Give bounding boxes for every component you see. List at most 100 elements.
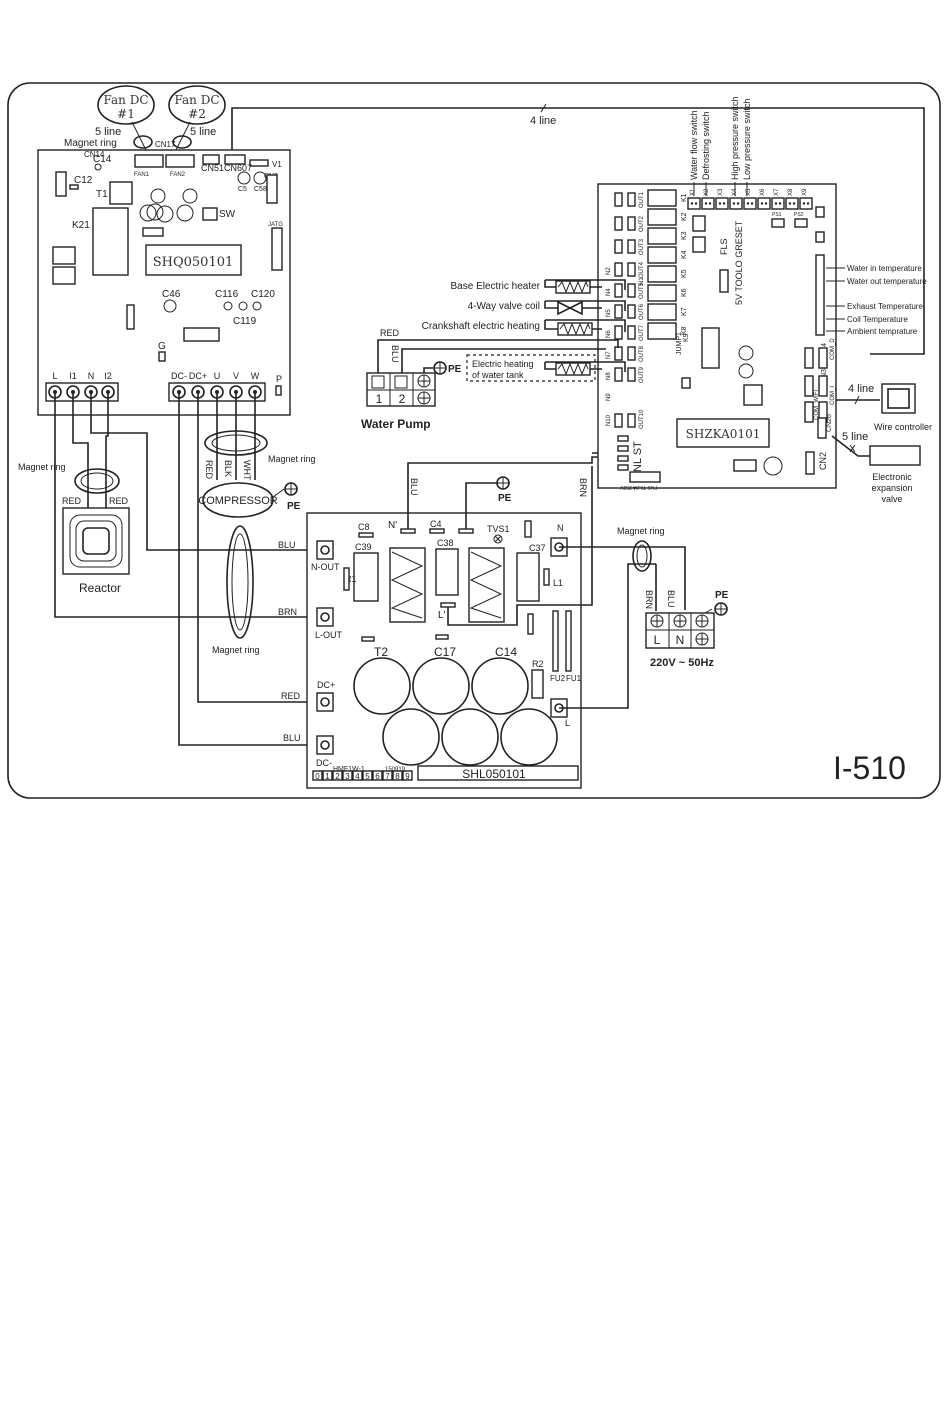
n1-label: N1 (639, 277, 645, 285)
power-pe-label: PE (715, 590, 729, 601)
relay (647, 303, 677, 321)
magnet-ring-icon (632, 540, 652, 572)
large-magnet-ring-label: Magnet ring (212, 645, 260, 655)
terminal-n-label: N (88, 371, 95, 381)
n-label: N8 (606, 372, 612, 380)
terminal-i2-label: I2 (104, 371, 112, 381)
terminal-w-label: W (251, 371, 260, 381)
c39-label: C39 (355, 542, 372, 552)
tvs1-label: TVS1 (487, 524, 510, 534)
pump-terminal-2: 2 (399, 392, 406, 406)
terminal-v-label: V (233, 371, 239, 381)
c38-label: C38 (437, 538, 454, 548)
terminal-i1-label: I1 (69, 371, 77, 381)
outs: OUT1OUT2OUT3OUT4OUT5OUT6OUT7OUT8OUT9OUT1… (606, 191, 645, 429)
digit-4: 4 (355, 772, 360, 781)
compressor (202, 482, 274, 518)
base-electric-heater: Base Electric heater (451, 279, 626, 294)
filter-pe-label: PE (498, 493, 512, 504)
fan-dc-1: Fan DC #1 (97, 85, 155, 125)
out-pin (627, 192, 636, 207)
out-label: OUT2 (639, 215, 645, 232)
switch-label: Low pressure switch (742, 98, 752, 180)
expansion-valve-line-label: 5 line (842, 431, 868, 443)
diagram-frame (7, 82, 941, 799)
c37-label: C37 (529, 543, 546, 553)
digit-1: 1 (325, 772, 330, 781)
jump1-label: JUMP1 (676, 332, 683, 355)
n-pin (614, 283, 623, 298)
main-board-model: SHZKA0101 (686, 427, 761, 441)
x-port (771, 197, 785, 210)
toolo-greset-label: 5V TOOLO GRESET (734, 220, 744, 305)
reactor (62, 507, 130, 575)
relay-label: K8 (681, 326, 688, 335)
compressor-wire-red: RED (204, 460, 214, 480)
n-label: N7 (606, 351, 612, 359)
l-out-label: L-OUT (315, 630, 343, 640)
reactor-magnet-ring-label: Magnet ring (18, 462, 66, 472)
magnet-ring-icon (133, 135, 153, 149)
n-label: N5 (606, 309, 612, 317)
t1-label: T1 (96, 189, 108, 200)
fan1-line-label: 5 line (95, 126, 121, 138)
wire-controller-line-label: 4 line (848, 383, 874, 395)
relay (647, 227, 677, 245)
c14-cap-label: C14 (495, 645, 517, 659)
out-label: OUT3 (639, 238, 645, 255)
crankshaft-label: Crankshaft electric heating (422, 321, 540, 332)
out-label: OUT8 (639, 345, 645, 362)
c4-label: C4 (430, 519, 442, 529)
expansion-valve-label-2: expansion (871, 483, 912, 493)
n-label: N10 (606, 414, 612, 426)
magnet-ring-icon (74, 468, 120, 494)
c116-label: C116 (215, 289, 239, 300)
l1-label: L1 (553, 578, 563, 588)
n-pin (614, 262, 623, 277)
relay-label: K2 (681, 212, 688, 221)
cn14-label: CN14 (84, 150, 105, 159)
c119-label: C119 (233, 316, 257, 327)
power-wire-blu: BLU (666, 590, 676, 608)
x-port-label: X4 (732, 188, 738, 196)
g-label: G (158, 341, 166, 352)
pump-terminal-1: 1 (376, 392, 383, 406)
power-terminal-n: N (676, 633, 685, 647)
digit-2: 2 (335, 772, 340, 781)
nout-wire-label: BLU (278, 540, 296, 550)
x-port-label: X1 (690, 188, 696, 196)
x-port (785, 197, 799, 210)
relay (647, 208, 677, 226)
x-port (743, 197, 757, 210)
compressor-label: COMPRESSOR (198, 495, 278, 507)
l-prime-label: L' (438, 610, 446, 621)
filter-board-model: SHL050101 (462, 767, 526, 781)
crankshaft-heater: Crankshaft electric heating (422, 319, 626, 336)
digit-3: 3 (345, 772, 350, 781)
inverter-board (37, 149, 291, 416)
n-pin (614, 239, 623, 254)
compressor-pe-label: PE (287, 501, 301, 512)
out-pin (627, 413, 636, 428)
fan1-label: Fan DC (103, 93, 148, 107)
four-line-cable (231, 107, 925, 355)
wire-controller-label: Wire controller (874, 422, 932, 432)
fls-label: FLS (719, 238, 729, 255)
magnet-ring-icon (226, 525, 254, 639)
c46-label: C46 (162, 289, 181, 300)
tank-heater-label-2: of water tank (472, 370, 524, 380)
dcp-label: DC+ (317, 680, 335, 690)
out-pin (627, 367, 636, 382)
x-port-label: X8 (788, 188, 794, 196)
x-port (799, 197, 813, 210)
fan1-connector: FAN1 (134, 172, 150, 178)
digit-cell (392, 770, 403, 781)
x-port (687, 197, 701, 210)
relay (647, 189, 677, 207)
out-label: OUT6 (639, 303, 645, 320)
filter-date: 150919 (385, 767, 406, 773)
out-label: OUT7 (639, 324, 645, 341)
